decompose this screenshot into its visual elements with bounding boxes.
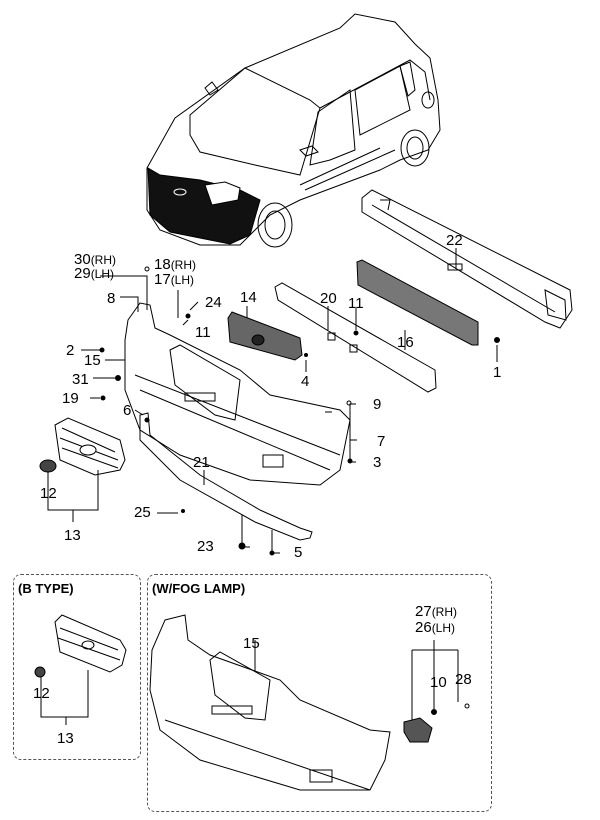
callout-11-right: 11 xyxy=(348,295,364,312)
callout-30: 30(RH) xyxy=(74,252,116,268)
part-13-grille-assembly xyxy=(39,417,126,476)
part-20-energy-absorber xyxy=(274,282,437,393)
inset-fog-callout-27: 27(RH) xyxy=(415,604,457,620)
part-14-grille xyxy=(227,311,303,361)
callout-12: 12 xyxy=(40,485,57,502)
callout-number: 17 xyxy=(154,271,171,288)
inset-b-callout-13: 13 xyxy=(57,730,74,747)
inset-fog-callout-28: 28 xyxy=(455,671,472,688)
fog-lamp-bumper-art xyxy=(149,614,470,791)
callout-number: 18 xyxy=(154,256,171,273)
inset-fog-lamp-title: (W/FOG LAMP) xyxy=(152,581,246,596)
callout-15: 15 xyxy=(84,352,101,369)
part-21-lower-lip xyxy=(139,412,313,541)
callout-19: 19 xyxy=(62,390,79,407)
callout-25: 25 xyxy=(134,504,151,521)
callout-side: (LH) xyxy=(90,267,115,281)
callout-side: (RH) xyxy=(170,258,197,272)
part-16-lower-grille xyxy=(356,259,479,346)
callout-side: (LH) xyxy=(431,621,456,635)
callout-14: 14 xyxy=(240,289,257,306)
callout-4: 4 xyxy=(301,373,310,390)
callout-number: 26 xyxy=(415,619,432,636)
inset-b-callout-12: 12 xyxy=(33,685,50,702)
callout-31: 31 xyxy=(72,371,89,388)
callout-29: 29(LH) xyxy=(74,266,114,282)
part-22-reinforcement xyxy=(361,189,573,329)
inset-b-type: (B TYPE) xyxy=(13,574,141,760)
callout-side: (LH) xyxy=(170,273,195,287)
callout-number: 27 xyxy=(415,603,432,620)
callout-6: 6 xyxy=(123,402,132,419)
inset-b-type-title: (B TYPE) xyxy=(18,581,74,596)
callout-5: 5 xyxy=(294,544,303,561)
callout-side: (RH) xyxy=(431,605,458,619)
callout-1: 1 xyxy=(493,364,502,381)
callout-2: 2 xyxy=(66,342,75,359)
callout-number: 29 xyxy=(74,265,91,282)
b-type-grille-art xyxy=(34,614,127,725)
callout-22: 22 xyxy=(446,232,463,249)
inset-fog-callout-26: 26(LH) xyxy=(415,620,455,636)
inset-fog-lamp: (W/FOG LAMP) xyxy=(147,574,492,812)
callout-3: 3 xyxy=(373,454,382,471)
callout-16: 16 xyxy=(397,334,414,351)
callout-11-upper: 11 xyxy=(195,324,211,341)
callout-7: 7 xyxy=(377,433,386,450)
inset-fog-callout-10: 10 xyxy=(430,674,447,691)
callout-8: 8 xyxy=(107,290,116,307)
callout-21: 21 xyxy=(193,454,210,471)
inset-fog-callout-15: 15 xyxy=(243,635,260,652)
car-illustration xyxy=(146,13,441,248)
callout-23: 23 xyxy=(197,538,214,555)
leader-lines xyxy=(47,248,498,554)
callout-side: (RH) xyxy=(90,253,117,267)
callout-number: 30 xyxy=(74,251,91,268)
callout-13: 13 xyxy=(64,527,81,544)
callout-24: 24 xyxy=(205,294,222,311)
callout-18: 18(RH) xyxy=(154,257,196,273)
callout-17: 17(LH) xyxy=(154,272,194,288)
callout-20: 20 xyxy=(320,290,337,307)
callout-9: 9 xyxy=(373,396,382,413)
